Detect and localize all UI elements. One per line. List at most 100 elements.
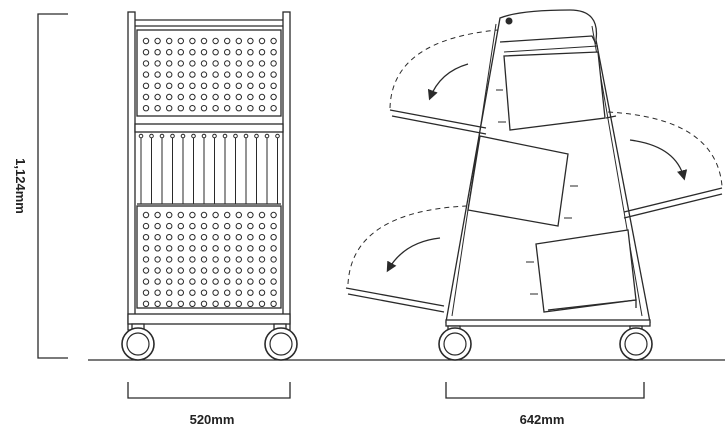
perforation-hole — [258, 211, 266, 219]
perforation-hole — [200, 300, 208, 307]
perforation-hole — [142, 93, 150, 101]
perforation-hole — [212, 93, 219, 101]
perforation-hole — [224, 93, 231, 101]
file-dividers — [137, 133, 281, 205]
perforation-hole — [258, 289, 266, 296]
perforation-hole — [258, 49, 266, 56]
perforation-hole — [212, 211, 219, 219]
perforation-hole — [166, 211, 173, 219]
perforation-hole — [235, 82, 243, 90]
perforation-hole — [212, 300, 219, 307]
right-shelf — [623, 187, 723, 213]
perforation-hole — [189, 234, 196, 241]
perforation-hole — [235, 37, 243, 45]
perforation-hole — [154, 267, 161, 274]
left-post — [127, 11, 136, 331]
perforation-hole — [224, 300, 231, 307]
height-bracket — [37, 13, 68, 359]
perforation-hole — [235, 278, 243, 285]
height-label: 1,124mm — [13, 158, 28, 214]
perforation-hole — [142, 289, 150, 296]
divider-tab — [264, 133, 270, 139]
perforation-hole — [235, 49, 243, 56]
perforation-hole — [258, 256, 266, 263]
perforation-hole — [189, 82, 196, 90]
perforation-hole — [247, 49, 254, 56]
perforation-hole — [258, 37, 266, 45]
depth-label: 642mm — [520, 412, 565, 427]
perforation-hole — [270, 105, 277, 112]
perforation-hole — [189, 60, 196, 67]
perforation-hole — [177, 245, 185, 252]
perforation-hole — [247, 105, 254, 112]
perforation-hole — [258, 105, 266, 112]
left-upper-swing-arrow — [427, 63, 469, 101]
perforation-hole — [200, 82, 208, 90]
upper-folder-tab — [503, 45, 599, 53]
perforation-hole — [177, 93, 185, 101]
perforation-hole — [247, 234, 254, 241]
perforation-hole — [247, 71, 254, 78]
perforation-hole — [200, 211, 208, 219]
perforation-hole — [258, 82, 266, 90]
perforation-hole — [154, 105, 161, 112]
perforation-hole — [235, 93, 243, 101]
perforation-hole — [247, 289, 254, 296]
perforation-hole — [166, 49, 173, 56]
middle-folder — [467, 135, 569, 227]
perforation-hole — [258, 93, 266, 101]
perforation-hole — [189, 289, 196, 296]
left-lower-swing-arc — [347, 205, 467, 285]
perforation-hole — [224, 278, 231, 285]
perforation-hole — [154, 49, 161, 56]
perforation-hole — [224, 82, 231, 90]
perforation-hole — [235, 105, 243, 112]
perforation-hole — [200, 37, 208, 45]
perforation-hole — [154, 71, 161, 78]
handle-hole — [505, 17, 513, 25]
perforation-hole — [235, 289, 243, 296]
perforation-hole — [166, 300, 173, 307]
perforation-hole — [189, 256, 196, 263]
divider-tab — [233, 133, 238, 139]
perforation-hole — [189, 211, 196, 219]
perforation-hole — [142, 105, 150, 112]
perforation-hole — [189, 37, 196, 45]
perforation-hole — [189, 222, 196, 230]
front-right-wheel-hub — [269, 332, 293, 356]
width-bracket — [127, 382, 291, 399]
perforation-hole — [166, 289, 173, 296]
perforation-hole — [235, 245, 243, 252]
perforation-hole — [270, 278, 277, 285]
perforation-hole — [154, 211, 161, 219]
perforation-hole — [235, 60, 243, 67]
perforation-hole — [189, 300, 196, 307]
left-lower-shelf — [345, 287, 445, 307]
divider-tab — [159, 133, 165, 139]
divider-tab — [180, 133, 186, 139]
perforation-hole — [200, 105, 208, 112]
side-base — [445, 319, 651, 327]
left-upper-swing-arc — [389, 29, 499, 109]
perforation-hole — [212, 105, 219, 112]
front-view-trolley — [121, 11, 298, 361]
divider-tab — [138, 133, 144, 139]
perforation-hole — [258, 300, 266, 307]
width-label: 520mm — [190, 412, 235, 427]
perforation-hole — [224, 49, 231, 56]
perforation-hole — [154, 234, 161, 241]
perforation-hole — [200, 289, 208, 296]
perforation-hole — [212, 267, 219, 274]
perforation-hole — [142, 60, 150, 67]
perforation-hole — [200, 267, 208, 274]
perforation-hole — [142, 222, 150, 230]
perforation-hole — [189, 93, 196, 101]
perforation-hole — [189, 267, 196, 274]
front-base — [127, 313, 291, 325]
perforation-hole — [177, 278, 185, 285]
perforation-hole — [177, 222, 185, 230]
perforation-hole — [166, 267, 173, 274]
perforation-hole — [247, 267, 254, 274]
perforation-hole — [166, 82, 173, 90]
